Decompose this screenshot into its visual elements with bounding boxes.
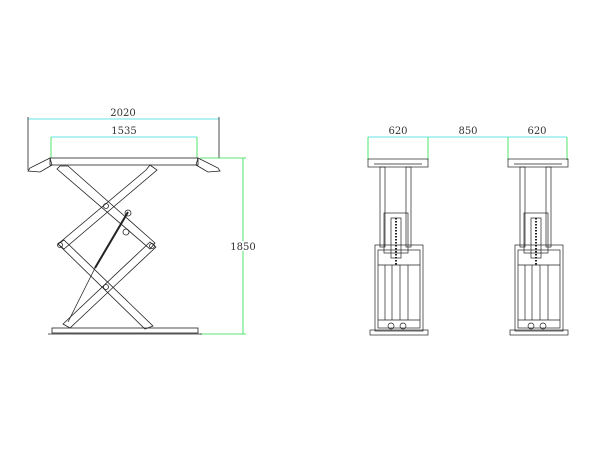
dim-max-height: 1850 bbox=[230, 242, 255, 253]
left-ramp bbox=[27, 157, 53, 173]
dim-overall-length: 2020 bbox=[110, 108, 135, 119]
dim-platform-length: 1535 bbox=[111, 126, 136, 137]
dimension-lines-side bbox=[27, 117, 246, 335]
dim-right-platform-width: 620 bbox=[527, 126, 546, 137]
side-view bbox=[27, 117, 246, 335]
base-frame bbox=[51, 327, 199, 334]
front-view-left-unit bbox=[367, 158, 429, 336]
right-ramp bbox=[195, 157, 221, 173]
platform bbox=[49, 157, 199, 166]
front-view-dimensions bbox=[367, 136, 568, 160]
dim-gap-width: 850 bbox=[458, 126, 477, 137]
front-view-right-unit bbox=[507, 158, 569, 336]
dim-left-platform-width: 620 bbox=[388, 126, 407, 137]
